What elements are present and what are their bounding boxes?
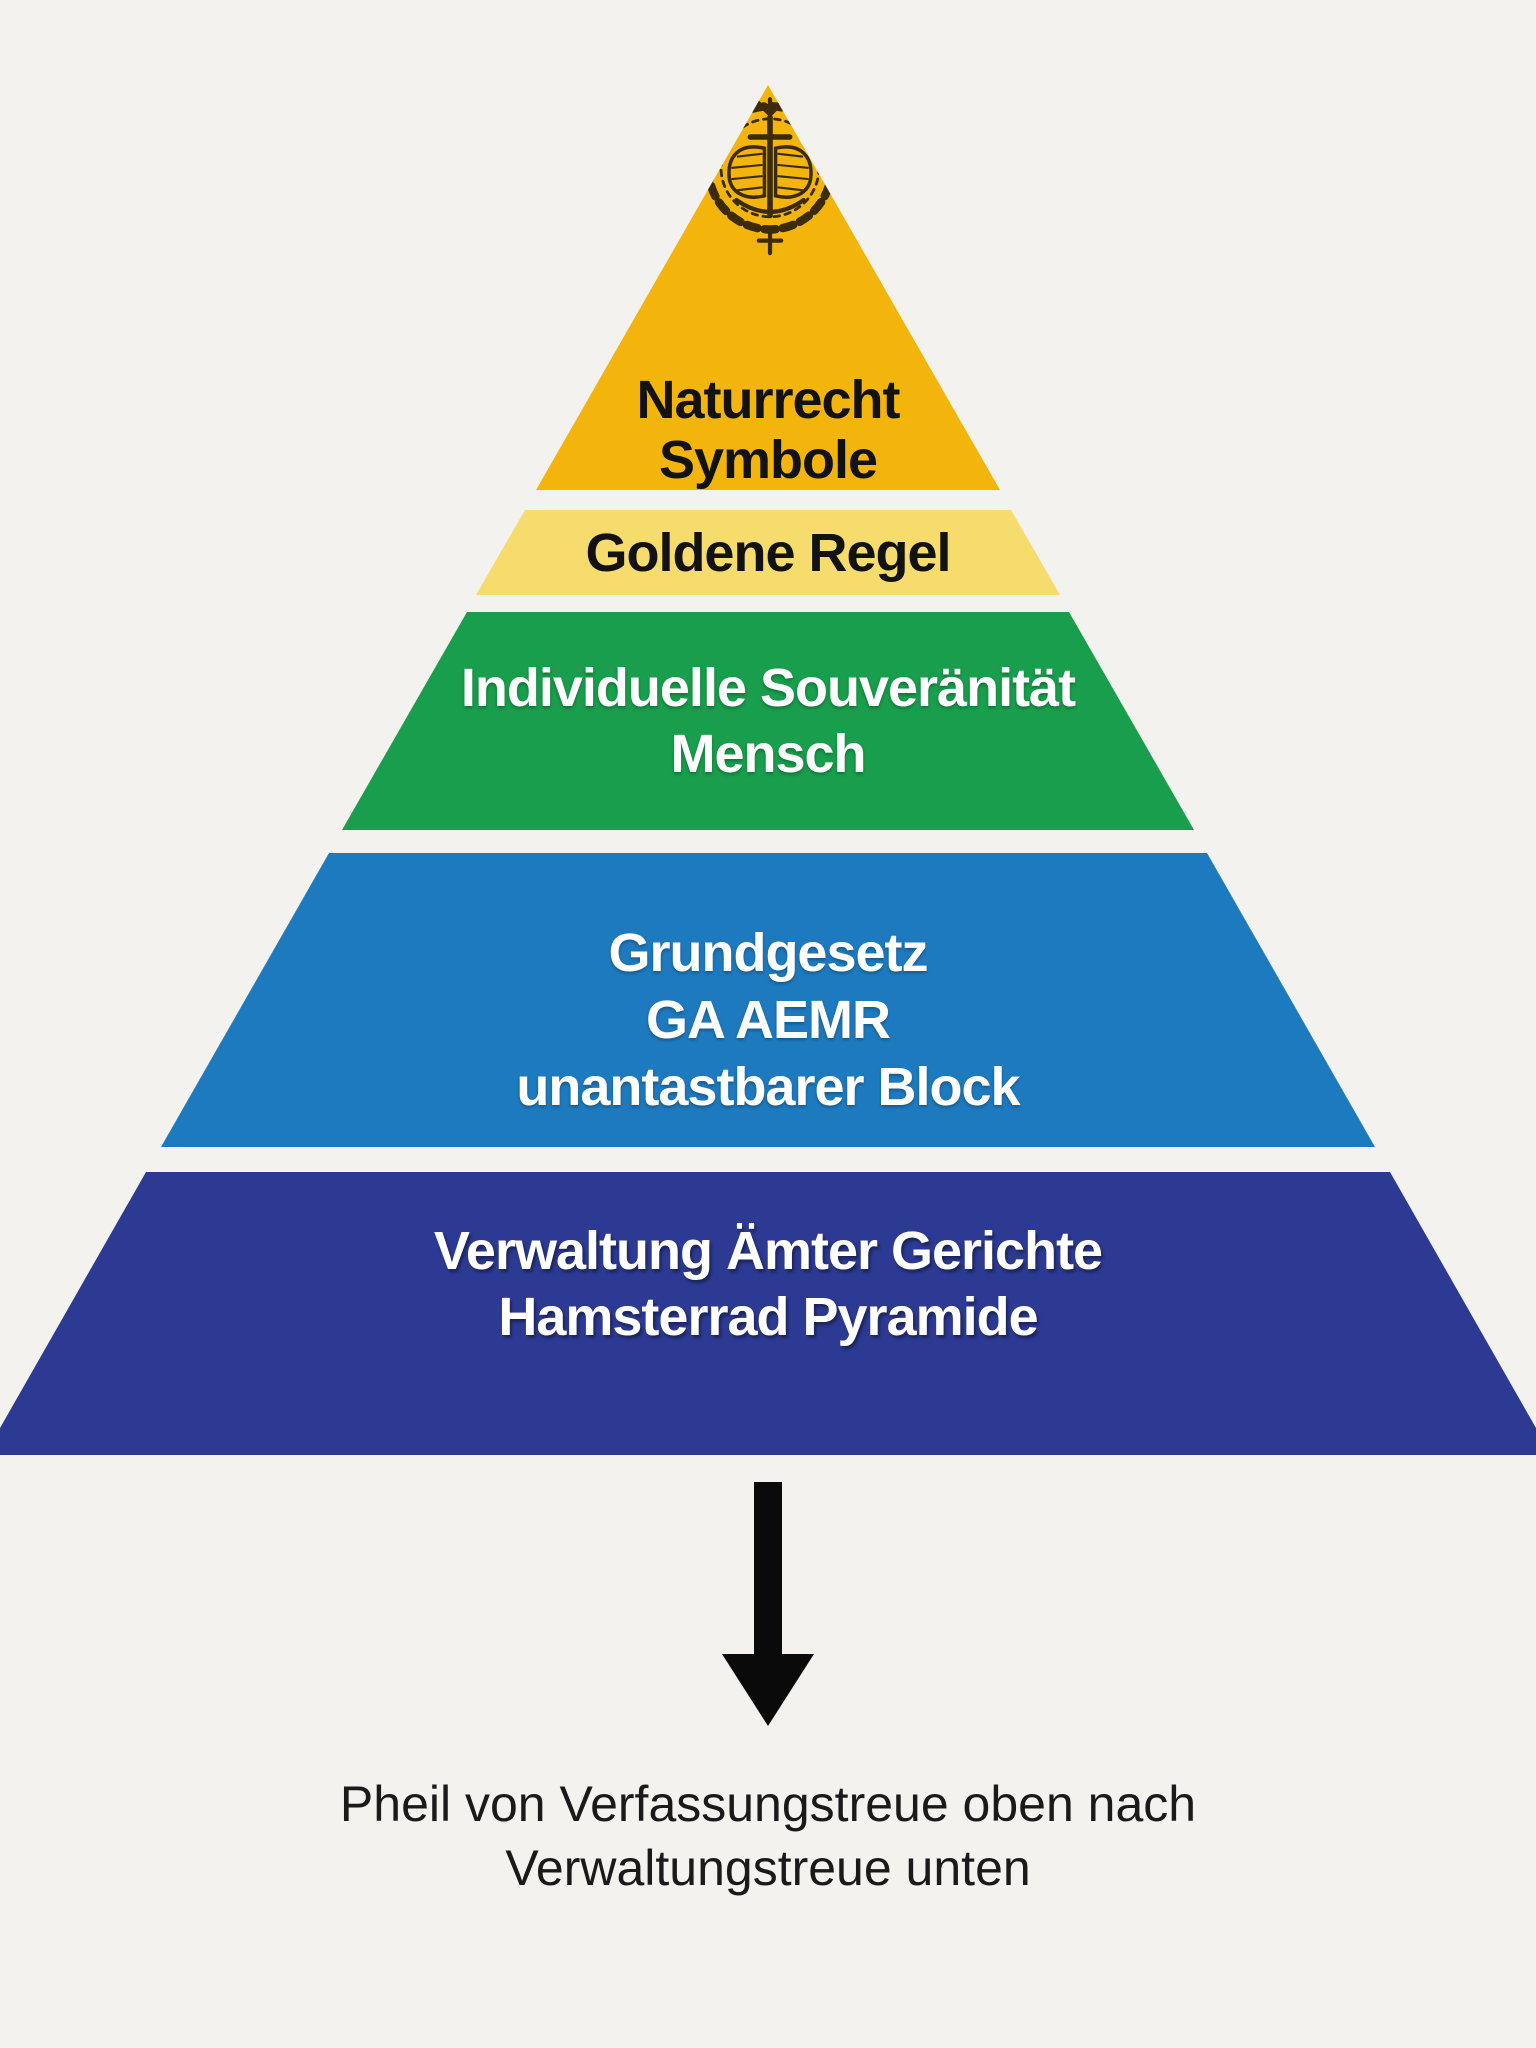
pyramid-level-goldene-regel: Goldene Regel — [476, 510, 1060, 595]
eagle-crest-icon — [704, 97, 836, 256]
level-label-line: Individuelle Souveränität — [460, 658, 1076, 718]
level-label-line: Symbole — [658, 430, 878, 490]
pyramid-level-naturrecht: Naturrecht Symbole — [536, 85, 1000, 490]
level-label-line: Verwaltung Ämter Gerichte — [433, 1220, 1103, 1281]
level-label-line: Hamsterrad Pyramide — [498, 1286, 1038, 1347]
level-label-line: Mensch — [670, 724, 866, 784]
level-label-line: Goldene Regel — [585, 522, 951, 583]
level-label-line: unantastbarer Block — [516, 1056, 1020, 1117]
down-arrow-icon — [722, 1482, 814, 1726]
caption-line: Pheil von Verfassungstreue oben nach — [339, 1776, 1197, 1832]
level-label-line: Naturrecht — [636, 370, 900, 430]
pyramid-level-verwaltung: Verwaltung Ämter Gerichte Hamsterrad Pyr… — [0, 1172, 1536, 1455]
caption-line: Verwaltungstreue unten — [505, 1840, 1031, 1896]
caption: Pheil von Verfassungstreue oben nach Ver… — [0, 1772, 1536, 1900]
pyramid-level-grundgesetz: Grundgesetz GA AEMR unantastbarer Block — [161, 853, 1375, 1147]
level-label-line: GA AEMR — [646, 989, 891, 1050]
level-label-line: Grundgesetz — [608, 922, 928, 983]
pyramid-level-individuelle-souveraenitaet: Individuelle Souveränität Mensch — [342, 612, 1194, 830]
